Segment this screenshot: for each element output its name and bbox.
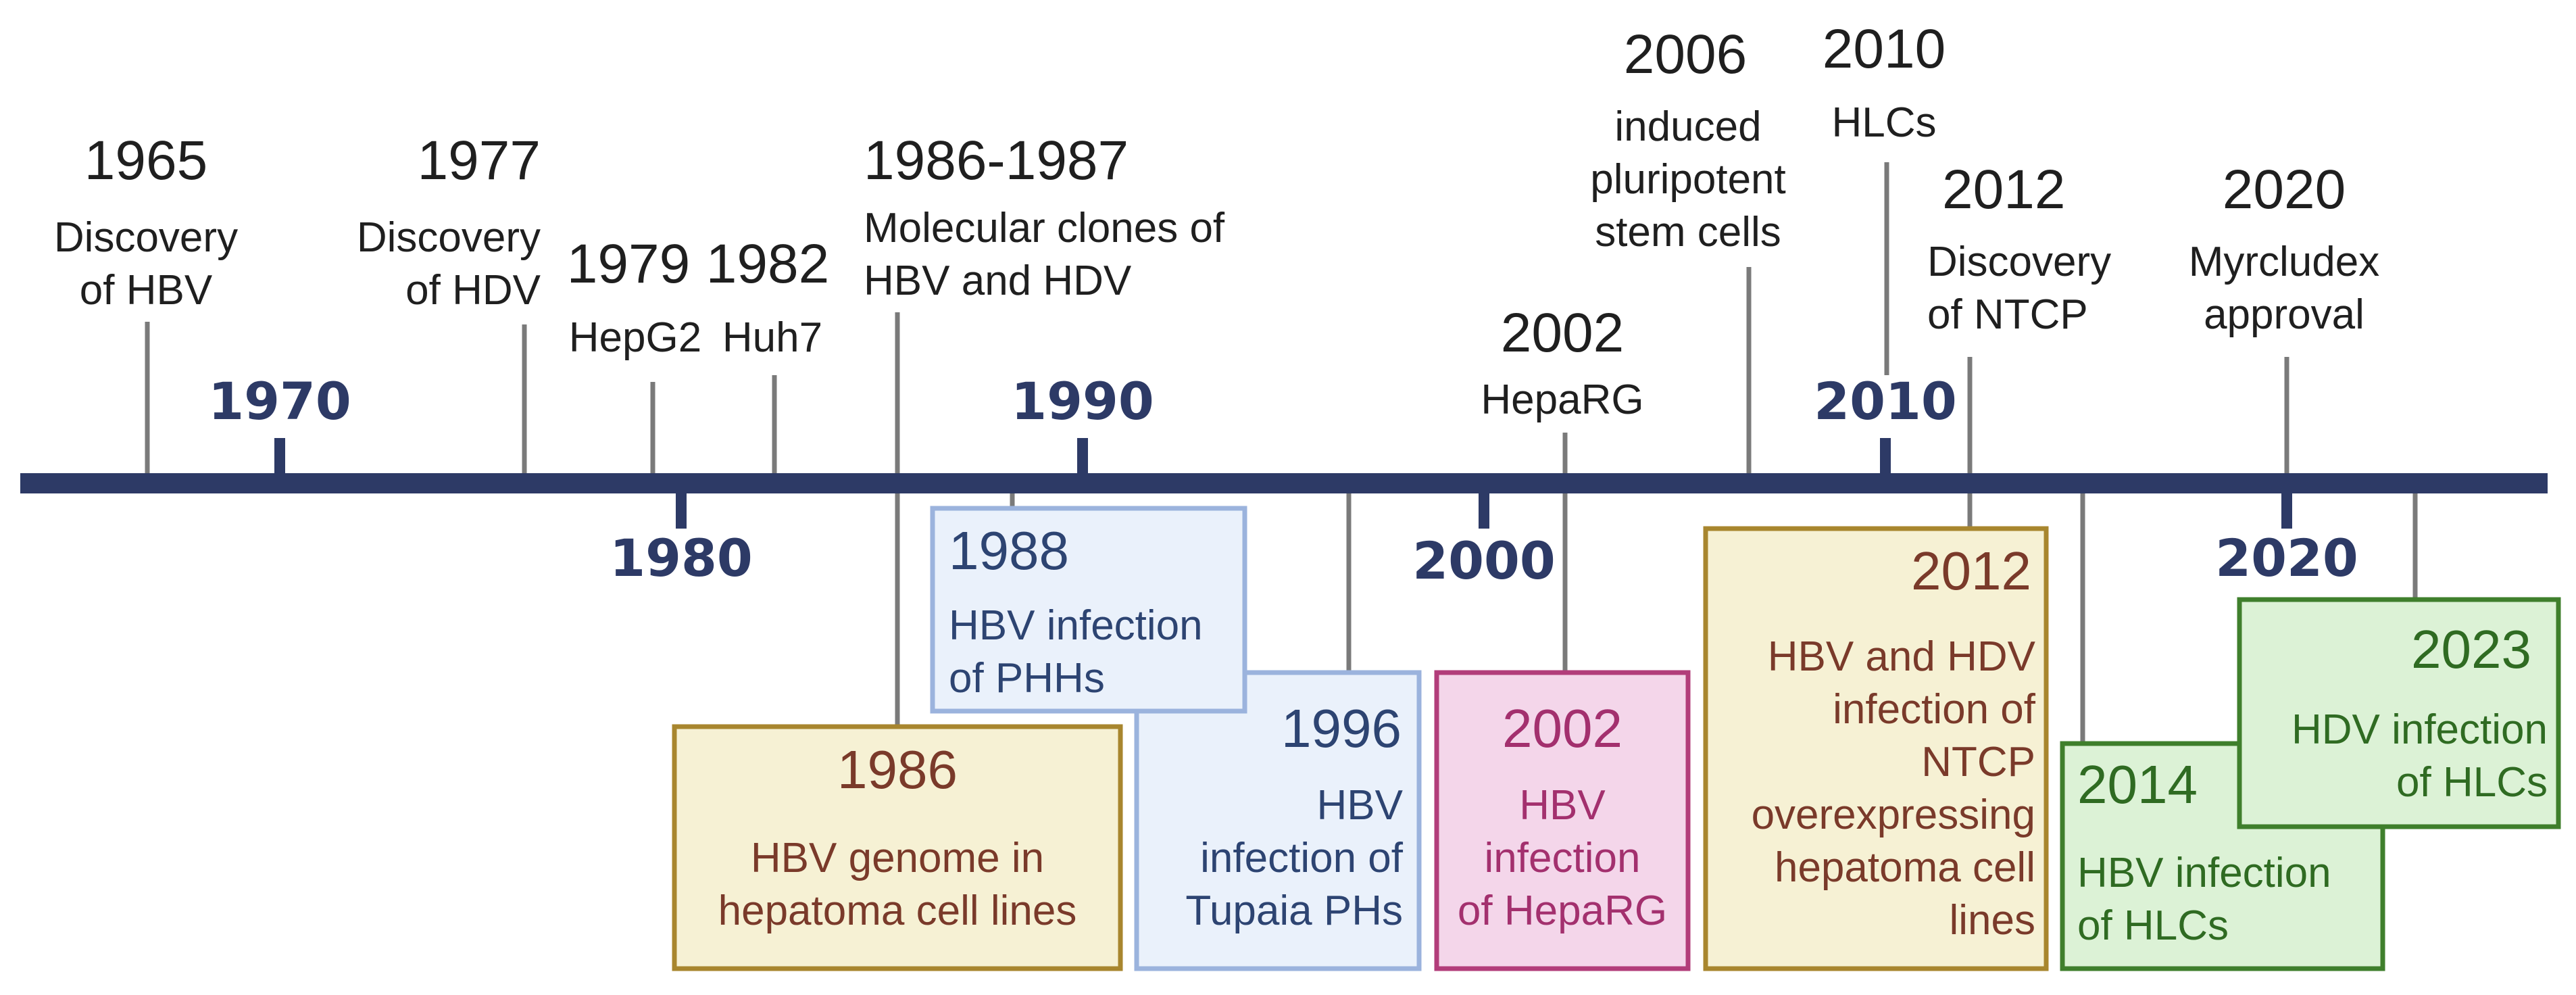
- tick-1990: [1077, 438, 1088, 477]
- event-above-1986-1987: 1986-1987 Molecular clones of HBV and HD…: [864, 130, 1225, 304]
- connectors-above: [145, 162, 2289, 727]
- tick-2020: [2281, 489, 2292, 529]
- decade-labels: 1970 1980 1990 2000 2010 2020: [208, 371, 2358, 591]
- event-year: 2006: [1624, 24, 1747, 85]
- event-above-2002: 2002 HepaRG: [1481, 302, 1643, 423]
- event-text: HepG2: [569, 314, 701, 361]
- event-text: of PHHs: [949, 655, 1105, 702]
- event-box: [1703, 526, 2049, 971]
- event-year: 1977: [418, 130, 541, 191]
- event-text: infection of: [1200, 835, 1404, 881]
- event-text: pluripotent: [1590, 156, 1786, 203]
- decade-label-1970: 1970: [208, 371, 351, 431]
- event-text: approval: [2204, 291, 2364, 338]
- event-box-1988: 1988 HBV infection of PHHs: [930, 506, 1247, 714]
- event-text: of NTCP: [1927, 291, 2088, 338]
- tick-1980: [676, 489, 687, 529]
- event-year: 1986: [837, 739, 958, 800]
- event-text: stem cells: [1595, 209, 1781, 256]
- event-year: 2010: [1823, 18, 1946, 80]
- event-text: HBV and HDV: [1768, 633, 2036, 680]
- event-box-1986: 1986 HBV genome in hepatoma cell lines: [672, 724, 1123, 971]
- event-box-2012: 2012 HBV and HDV infection of NTCP overe…: [1703, 526, 2049, 971]
- event-text: of HDV: [405, 267, 541, 314]
- event-text: HBV infection: [2077, 850, 2331, 896]
- event-text: HLCs: [1831, 99, 1936, 146]
- event-box-2002: 2002 HBV infection of HepaRG: [1434, 670, 1691, 971]
- event-text: HBV and HDV: [864, 258, 1132, 304]
- event-text: HBV: [1519, 782, 1606, 829]
- timeline-axis: [20, 473, 2548, 493]
- event-box-2023: 2023 HDV infection of HLCs: [2237, 597, 2561, 829]
- event-year: 2012: [1911, 541, 2031, 601]
- tick-2010: [1880, 438, 1891, 477]
- event-text: NTCP: [1921, 739, 2035, 785]
- event-year: 1979: [567, 233, 690, 295]
- event-text: Discovery: [54, 214, 238, 261]
- event-text: of HLCs: [2077, 902, 2229, 949]
- event-above-1977: 1977 Discovery of HDV: [357, 130, 541, 314]
- event-text: Tupaia PHs: [1185, 888, 1403, 934]
- event-box: [1434, 670, 1691, 971]
- event-text: lines: [1949, 897, 2035, 944]
- decade-label-1980: 1980: [610, 528, 753, 588]
- event-text: of HBV: [80, 267, 213, 314]
- event-box: [1134, 670, 1422, 971]
- decade-ticks: [274, 438, 2292, 529]
- event-above-2006: 2006 induced pluripotent stem cells: [1590, 24, 1786, 256]
- event-year: 1982: [706, 233, 829, 295]
- event-text: HBV: [1317, 782, 1404, 829]
- event-text: HDV infection: [2292, 706, 2548, 753]
- event-text: infection of: [1833, 686, 2036, 733]
- event-text: HBV genome in: [751, 835, 1044, 881]
- decade-label-1990: 1990: [1011, 371, 1154, 431]
- event-above-2020: 2020 Myrcludex approval: [2189, 159, 2380, 338]
- event-year: 2002: [1502, 698, 1623, 758]
- event-text: hepatoma cell lines: [718, 888, 1077, 934]
- event-text: hepatoma cell: [1775, 844, 2035, 891]
- event-above-2012: 2012 Discovery of NTCP: [1927, 159, 2111, 338]
- event-box: [2237, 597, 2561, 829]
- event-above-1979: 1979 HepG2: [567, 233, 701, 361]
- event-text: of HepaRG: [1458, 888, 1667, 934]
- event-text: Discovery: [1927, 239, 2111, 285]
- event-text: infection: [1485, 835, 1641, 881]
- event-box-2014: 2014 HBV infection of HLCs: [2060, 741, 2385, 971]
- event-box-1996: 1996 HBV infection of Tupaia PHs: [1134, 670, 1422, 971]
- event-text: HepaRG: [1481, 377, 1643, 423]
- event-year: 2014: [2077, 754, 2198, 815]
- event-text: Molecular clones of: [864, 205, 1225, 251]
- decade-label-2010: 2010: [1814, 371, 1957, 431]
- event-above-2010: 2010 HLCs: [1823, 18, 1946, 146]
- event-text: overexpressing: [1752, 792, 2035, 838]
- event-year: 1965: [84, 130, 207, 191]
- event-above-1965: 1965 Discovery of HBV: [54, 130, 238, 314]
- event-text: Myrcludex: [2189, 239, 2380, 285]
- event-text: induced: [1614, 103, 1761, 150]
- event-text: HBV infection: [949, 602, 1203, 649]
- event-text: Huh7: [722, 314, 822, 361]
- event-year: 2012: [1942, 159, 2065, 220]
- event-year: 1988: [949, 520, 1069, 581]
- decade-label-2000: 2000: [1412, 531, 1556, 591]
- event-box: [672, 724, 1123, 971]
- event-box: [930, 506, 1247, 714]
- event-year: 2023: [2411, 619, 2531, 679]
- event-year: 2020: [2223, 159, 2346, 220]
- decade-label-2020: 2020: [2215, 528, 2358, 588]
- event-year: 1986-1987: [864, 130, 1129, 191]
- event-text: Discovery: [357, 214, 541, 261]
- tick-2000: [1479, 489, 1489, 529]
- event-above-1982: 1982 Huh7: [706, 233, 829, 361]
- event-year: 2002: [1501, 302, 1624, 364]
- event-text: of HLCs: [2396, 759, 2548, 806]
- tick-1970: [274, 438, 285, 477]
- event-year: 1996: [1281, 698, 1402, 758]
